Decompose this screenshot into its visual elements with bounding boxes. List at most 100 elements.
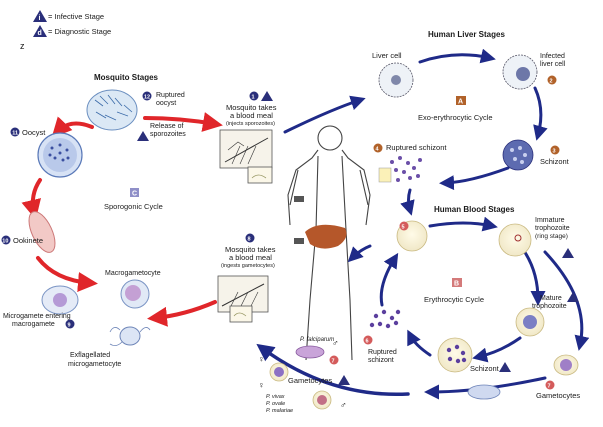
ruptured-blood-schizont-image bbox=[369, 309, 401, 329]
male-symbol: ♂ bbox=[340, 400, 347, 410]
macrogametocyte-label: Macrogametocyte bbox=[105, 270, 161, 277]
cycle-c-badge bbox=[130, 188, 139, 197]
erythrocytic-cycle-label: Erythrocytic Cycle bbox=[424, 295, 484, 304]
step-10-number: 10 bbox=[2, 239, 8, 245]
step-1-badge bbox=[249, 91, 259, 101]
human-blood-stages-title: Human Blood Stages bbox=[434, 205, 515, 214]
female-symbol: ♀ bbox=[258, 354, 265, 364]
mosquito-biting-image-2 bbox=[217, 275, 269, 313]
cycle-a-badge bbox=[456, 96, 466, 105]
step-11-badge bbox=[10, 127, 20, 137]
step-4-label: Ruptured schizont bbox=[386, 143, 447, 152]
step-6-line3: (ring stage) bbox=[535, 233, 568, 240]
species-falciparum: P. falciparum bbox=[300, 337, 334, 343]
step-3-number: 3 bbox=[553, 149, 556, 155]
arm-marker-upper bbox=[294, 196, 304, 202]
step-4-number: 4 bbox=[376, 147, 380, 153]
legend-infective-label: = Infective Stage bbox=[48, 12, 104, 21]
immature-trophozoite-image bbox=[498, 223, 532, 257]
infective-stage-icon bbox=[137, 131, 149, 141]
step-3-label: Schizont bbox=[540, 157, 570, 166]
step-9-line1: Microgamete entering bbox=[3, 313, 71, 320]
cycle-c-letter: C bbox=[132, 191, 137, 198]
ruptured-blood-schizont-line1: Ruptured bbox=[368, 349, 397, 356]
step-7-label: Gametocytes bbox=[536, 391, 580, 400]
ruptured-blood-schizont-line2: schizont bbox=[368, 357, 394, 364]
step-12-badge bbox=[142, 91, 152, 101]
step-12-number: 12 bbox=[144, 95, 150, 101]
legend-diagnostic-label: = Diagnostic Stage bbox=[48, 27, 111, 36]
step-10-label: Ookinete bbox=[13, 236, 43, 245]
diagnostic-stage-icon bbox=[499, 362, 511, 372]
ruptured-schizont-inset bbox=[378, 167, 392, 183]
mature-trophozoite-line1: Mature bbox=[540, 295, 562, 302]
ookinete-image bbox=[28, 211, 56, 253]
mature-trophozoite-line2: trophozoite bbox=[532, 303, 567, 310]
step-1-number: 1 bbox=[252, 95, 255, 101]
step-2-line1: Infected bbox=[540, 53, 565, 60]
cycle-a-letter: A bbox=[458, 99, 463, 106]
step-5-badge bbox=[399, 221, 409, 231]
blood-schizont-image bbox=[437, 337, 473, 373]
step-8-badge bbox=[245, 233, 255, 243]
step-1-line2: a blood meal bbox=[230, 111, 273, 120]
step-5-number: 5 bbox=[402, 225, 405, 231]
step-7-badge bbox=[545, 380, 555, 390]
step-1-line1: Mosquito takes bbox=[226, 103, 277, 112]
legend: i = Infective Stage d = Diagnostic Stage… bbox=[20, 10, 111, 51]
step-10-badge bbox=[1, 235, 11, 245]
exflagellated-microgametocyte-image bbox=[109, 326, 151, 346]
step-6-badge bbox=[363, 335, 373, 345]
species-ovale: P. ovale bbox=[266, 401, 285, 407]
sporogonic-arrows bbox=[21, 112, 223, 327]
step-8-number: 8 bbox=[248, 237, 251, 243]
diagnostic-stage-icon bbox=[567, 292, 579, 302]
human-figure bbox=[287, 125, 371, 361]
step-4-badge bbox=[373, 143, 383, 153]
liver-schizont-image bbox=[502, 139, 534, 171]
liver-cycle-arrows bbox=[283, 48, 548, 216]
stray-letter: z bbox=[20, 41, 25, 51]
diagnostic-stage-icon bbox=[562, 248, 574, 258]
diagnostic-stage-icon bbox=[338, 375, 350, 385]
diagnostic-symbol: d bbox=[38, 30, 42, 37]
diagnostic-stage-icon bbox=[33, 25, 47, 37]
step-8-line1: Mosquito takes bbox=[225, 245, 276, 254]
ruptured-liver-schizont-image bbox=[386, 156, 422, 182]
mosquito-biting-image-1 bbox=[219, 129, 273, 169]
arm-marker-lower bbox=[294, 238, 304, 244]
step-7-number: 7 bbox=[548, 384, 551, 390]
exo-erythrocytic-cycle-label: Exo-erythrocytic Cycle bbox=[418, 113, 493, 122]
species-vivax: P. vivax bbox=[266, 394, 285, 400]
gametocyte-crescent-image bbox=[467, 384, 501, 400]
step-7-number-bottom: 7 bbox=[332, 359, 335, 365]
return-to-mosquito-arrow bbox=[256, 343, 410, 397]
step-11-number: 11 bbox=[12, 131, 18, 137]
step-9-line2: macrogamete bbox=[12, 321, 55, 328]
step-2-number: 2 bbox=[550, 79, 553, 85]
step-3-badge bbox=[550, 145, 560, 155]
step-8-line2: a blood meal bbox=[229, 253, 272, 262]
human-liver-stages-title: Human Liver Stages bbox=[428, 30, 505, 39]
cycle-b-letter: B bbox=[454, 281, 459, 288]
release-sporozoites-line1: Release of bbox=[150, 123, 184, 130]
step-8-line3: (ingests gametocytes) bbox=[221, 263, 275, 269]
step-6-line1: Immature bbox=[535, 217, 565, 224]
cycle-b-badge bbox=[452, 278, 462, 287]
inset-box-2 bbox=[229, 305, 253, 323]
step-11-label: Oocyst bbox=[22, 128, 46, 137]
step-7-badge-bottom bbox=[329, 355, 339, 365]
gametocytes-bottom-label: Gametocytes bbox=[288, 376, 332, 385]
ruptured-oocyst bbox=[86, 89, 138, 131]
male-symbol-2: ♂ bbox=[332, 338, 339, 348]
infective-stage-icon bbox=[261, 91, 273, 101]
step-9-number: 9 bbox=[68, 323, 71, 329]
step-12-line1: Ruptured bbox=[156, 92, 185, 99]
step-6-number: 6 bbox=[366, 339, 369, 345]
exflagellated-line2: microgametocyte bbox=[68, 361, 121, 368]
step-1-line3: (injects sporozoites) bbox=[226, 121, 275, 127]
step-12-line2: oocyst bbox=[156, 100, 176, 107]
species-malariae: P. malariae bbox=[266, 408, 293, 414]
infective-stage-icon bbox=[33, 10, 47, 22]
